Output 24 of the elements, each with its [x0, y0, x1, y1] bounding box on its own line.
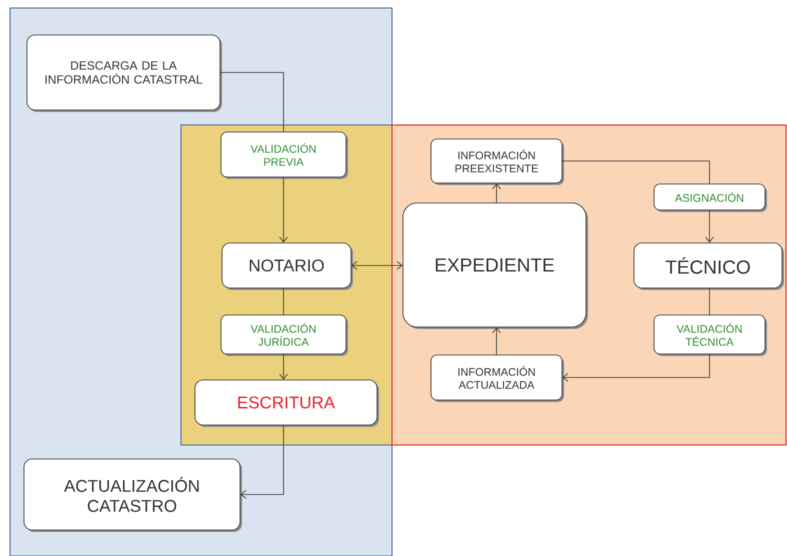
arrow — [705, 210, 714, 243]
process-box: ACTUALIZACIÓN CATASTRO — [24, 458, 242, 532]
process-box: EXPEDIENTE — [402, 202, 588, 329]
arrow — [492, 183, 501, 203]
arrow — [240, 424, 284, 499]
connector-line — [220, 72, 284, 132]
arrow — [279, 354, 288, 380]
process-box: TÉCNICO — [634, 242, 784, 290]
arrow — [279, 176, 288, 243]
validation-box: VALIDACIÓN PREVIA — [220, 132, 348, 179]
validation-box: VALIDACIÓN TÉCNICA — [654, 314, 767, 356]
connector-line — [709, 288, 710, 315]
connector-line — [283, 288, 284, 315]
process-box: DESCARGA DE LA INFORMACIÓN CATASTRAL — [26, 34, 222, 112]
arrow — [492, 327, 501, 355]
validation-box: VALIDACIÓN JURÍDICA — [220, 314, 348, 356]
process-box: ESCRITURA — [194, 380, 379, 427]
process-box: NOTARIO — [222, 242, 353, 290]
process-box: INFORMACIÓN ACTUALIZADA — [430, 354, 564, 402]
validation-box: ASIGNACIÓN — [654, 184, 767, 212]
arrow — [562, 354, 710, 382]
process-box: INFORMACIÓN PREEXISTENTE — [430, 138, 564, 185]
connector-line — [562, 160, 710, 184]
arrow — [351, 261, 403, 270]
